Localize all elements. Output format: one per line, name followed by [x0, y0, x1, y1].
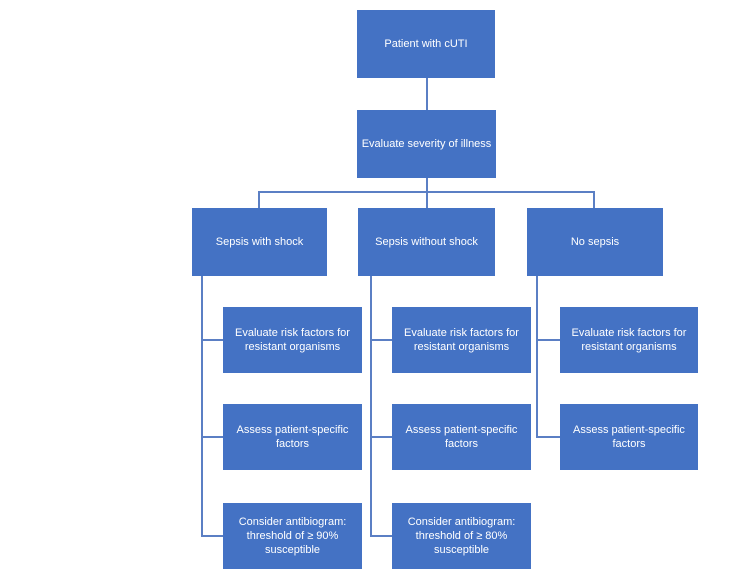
connector-drop-no-sepsis	[593, 191, 595, 208]
elbow-col1-row2	[201, 436, 223, 438]
spine-sepsis-with-shock	[201, 276, 203, 537]
node-col1-patient-factors: Assess patient-specific factors	[223, 404, 362, 470]
connector-severity-to-branch-row	[426, 178, 428, 208]
node-col1-risk-factors: Evaluate risk factors for resistant orga…	[223, 307, 362, 373]
node-col2-antibiogram: Consider antibiogram: threshold of ≥ 80%…	[392, 503, 531, 569]
elbow-col2-row2	[370, 436, 392, 438]
elbow-col3-row1	[536, 339, 560, 341]
connector-branch-crossbar	[258, 191, 595, 193]
node-sepsis-without-shock: Sepsis without shock	[358, 208, 495, 276]
node-no-sepsis: No sepsis	[527, 208, 663, 276]
spine-no-sepsis	[536, 276, 538, 438]
connector-root-to-severity	[426, 78, 428, 110]
elbow-col2-row3	[370, 535, 392, 537]
elbow-col3-row2	[536, 436, 560, 438]
node-evaluate-severity: Evaluate severity of illness	[357, 110, 496, 178]
node-patient-cuti: Patient with cUTI	[357, 10, 495, 78]
node-col3-patient-factors: Assess patient-specific factors	[560, 404, 698, 470]
connector-drop-sepsis-with-shock	[258, 191, 260, 208]
elbow-col2-row1	[370, 339, 392, 341]
node-col3-risk-factors: Evaluate risk factors for resistant orga…	[560, 307, 698, 373]
node-col2-risk-factors: Evaluate risk factors for resistant orga…	[392, 307, 531, 373]
elbow-col1-row3	[201, 535, 223, 537]
node-sepsis-with-shock: Sepsis with shock	[192, 208, 327, 276]
elbow-col1-row1	[201, 339, 223, 341]
node-col1-antibiogram: Consider antibiogram: threshold of ≥ 90%…	[223, 503, 362, 569]
node-col2-patient-factors: Assess patient-specific factors	[392, 404, 531, 470]
spine-sepsis-without-shock	[370, 276, 372, 537]
